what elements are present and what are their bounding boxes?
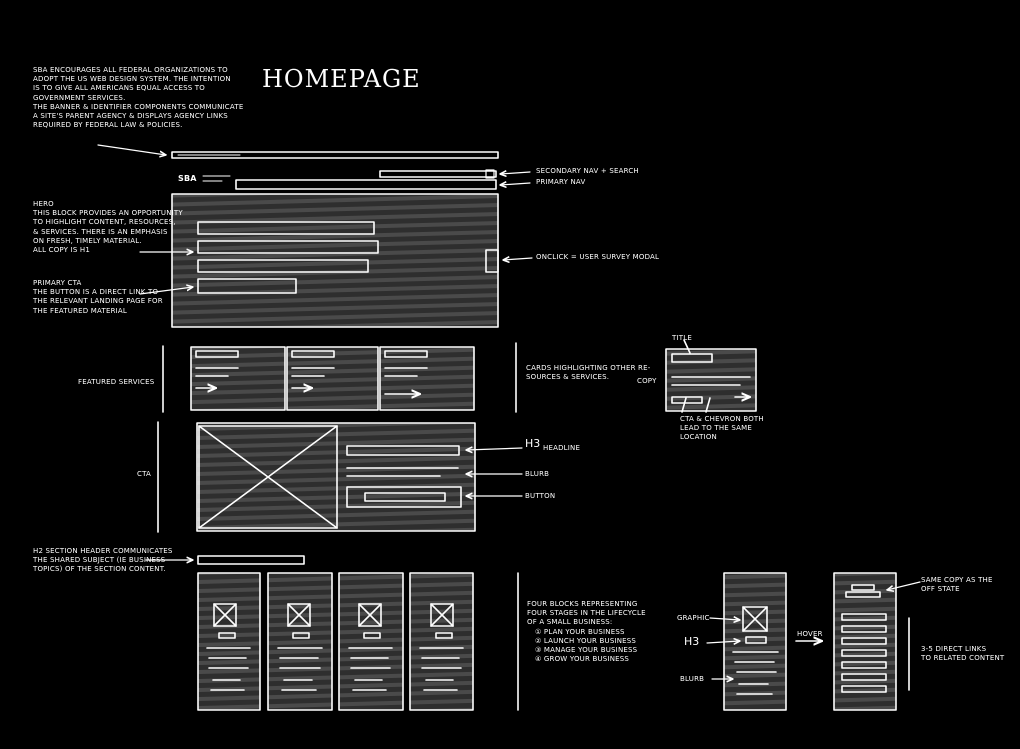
note-line: ALL COPY IS H1 <box>33 246 91 255</box>
featured-services-label: FEATURED SERVICES <box>78 378 155 386</box>
note-line: LEAD TO THE SAME <box>680 424 752 433</box>
hero-block <box>172 194 498 327</box>
note-line: THE SHARED SUBJECT (IE BUSINESS <box>33 556 166 565</box>
same-copy-note: SAME COPY AS THE OFF STATE <box>921 576 993 594</box>
usa-banner <box>172 152 498 158</box>
cta-block <box>197 423 475 531</box>
cards-note: CARDS HIGHLIGHTING OTHER RE- SOURCES & S… <box>526 364 650 382</box>
headline-label: HEADLINE <box>543 444 581 452</box>
note-line: CTA & CHEVRON BOTH <box>680 415 764 423</box>
note-line: ③ MANAGE YOUR BUSINESS <box>535 646 638 655</box>
note-line: ④ GROW YOUR BUSINESS <box>535 655 630 664</box>
four-blocks-note: FOUR BLOCKS REPRESENTING FOUR STAGES IN … <box>527 600 646 664</box>
note-line: IS TO GIVE ALL AMERICANS EQUAL ACCESS TO <box>33 84 205 93</box>
note-line: PRIMARY CTA <box>33 279 82 287</box>
annotation-arrows <box>98 145 920 679</box>
note-line: ADOPT THE US WEB DESIGN SYSTEM. THE INTE… <box>33 75 231 84</box>
note-line: OFF STATE <box>921 585 960 594</box>
h3-label: H3 <box>525 437 541 450</box>
note-line: REQUIRED BY FEDERAL LAW & POLICIES. <box>33 121 183 130</box>
secondary-nav-label: SECONDARY NAV + SEARCH <box>536 167 639 175</box>
note-line: ON FRESH, TIMELY MATERIAL. <box>33 236 142 245</box>
button-label: BUTTON <box>525 492 556 500</box>
note-line: SAME COPY AS THE <box>921 576 993 584</box>
block-hover-state <box>834 573 896 710</box>
onclick-label: ONCLICK = USER SURVEY MODAL <box>536 253 660 261</box>
card-detail <box>666 340 756 412</box>
graphic-label: GRAPHIC <box>677 614 710 622</box>
direct-links-note: 3-5 DIRECT LINKS TO RELATED CONTENT <box>921 645 1004 663</box>
page-title: HOMEPAGE <box>262 65 421 93</box>
note-line: SOURCES & SERVICES. <box>526 373 610 382</box>
featured-cards <box>191 347 474 410</box>
note-line: GOVERNMENT SERVICES. <box>33 93 126 102</box>
note-line: THE RELEVANT LANDING PAGE FOR <box>33 297 163 306</box>
hero-note: HERO THIS BLOCK PROVIDES AN OPPORTUNITY … <box>33 200 183 255</box>
primary-nav-label: PRIMARY NAV <box>536 178 586 186</box>
note-line: FOUR BLOCKS REPRESENTING <box>527 600 638 608</box>
note-line: H2 SECTION HEADER COMMUNICATES <box>33 547 173 555</box>
note-line: LOCATION <box>680 433 717 442</box>
note-line: TO HIGHLIGHT CONTENT, RESOURCES, <box>33 218 176 227</box>
h2-note: H2 SECTION HEADER COMMUNICATES THE SHARE… <box>33 547 173 575</box>
header <box>203 170 496 189</box>
note-line: TOPICS) OF THE SECTION CONTENT. <box>33 565 166 574</box>
note-line: CARDS HIGHLIGHTING OTHER RE- <box>526 364 651 372</box>
cta-label: CTA <box>137 470 152 478</box>
card-title-label: TITLE <box>672 334 692 342</box>
note-line: THE BUTTON IS A DIRECT LINK TO <box>33 288 159 297</box>
note-line: OF A SMALL BUSINESS: <box>527 618 613 627</box>
h3-label-block: H3 <box>684 635 700 648</box>
note-line: THE FEATURED MATERIAL <box>33 306 127 315</box>
blurb-label-block: BLURB <box>680 675 705 683</box>
note-line: & SERVICES. THERE IS AN EMPHASIS <box>33 227 168 236</box>
note-line: A SITE'S PARENT AGENCY & DISPLAYS AGENCY… <box>33 112 228 121</box>
note-line: HERO <box>33 200 54 208</box>
hover-label: HOVER <box>797 630 823 638</box>
note-line: TO RELATED CONTENT <box>921 654 1005 663</box>
card-cta-note: CTA & CHEVRON BOTH LEAD TO THE SAME LOCA… <box>680 415 764 443</box>
sba-logo: SBA <box>178 174 197 183</box>
lifecycle-blocks <box>198 573 473 710</box>
h2-section-header <box>198 556 304 564</box>
note-line: FOUR STAGES IN THE LIFECYCLE <box>527 609 646 618</box>
blurb-label: BLURB <box>525 470 550 478</box>
note-line: 3-5 DIRECT LINKS <box>921 645 987 653</box>
note-line: THIS BLOCK PROVIDES AN OPPORTUNITY <box>33 209 183 218</box>
card-copy-label: COPY <box>637 377 657 385</box>
intro-note: SBA ENCOURAGES ALL FEDERAL ORGANIZATIONS… <box>33 66 243 130</box>
note-line: THE BANNER & IDENTIFIER COMPONENTS COMMU… <box>33 102 244 111</box>
note-line: ② LAUNCH YOUR BUSINESS <box>535 636 637 645</box>
note-line: SBA ENCOURAGES ALL FEDERAL ORGANIZATIONS… <box>33 66 228 74</box>
primary-cta-note: PRIMARY CTA THE BUTTON IS A DIRECT LINK … <box>33 279 163 316</box>
note-line: ① PLAN YOUR BUSINESS <box>535 627 625 636</box>
